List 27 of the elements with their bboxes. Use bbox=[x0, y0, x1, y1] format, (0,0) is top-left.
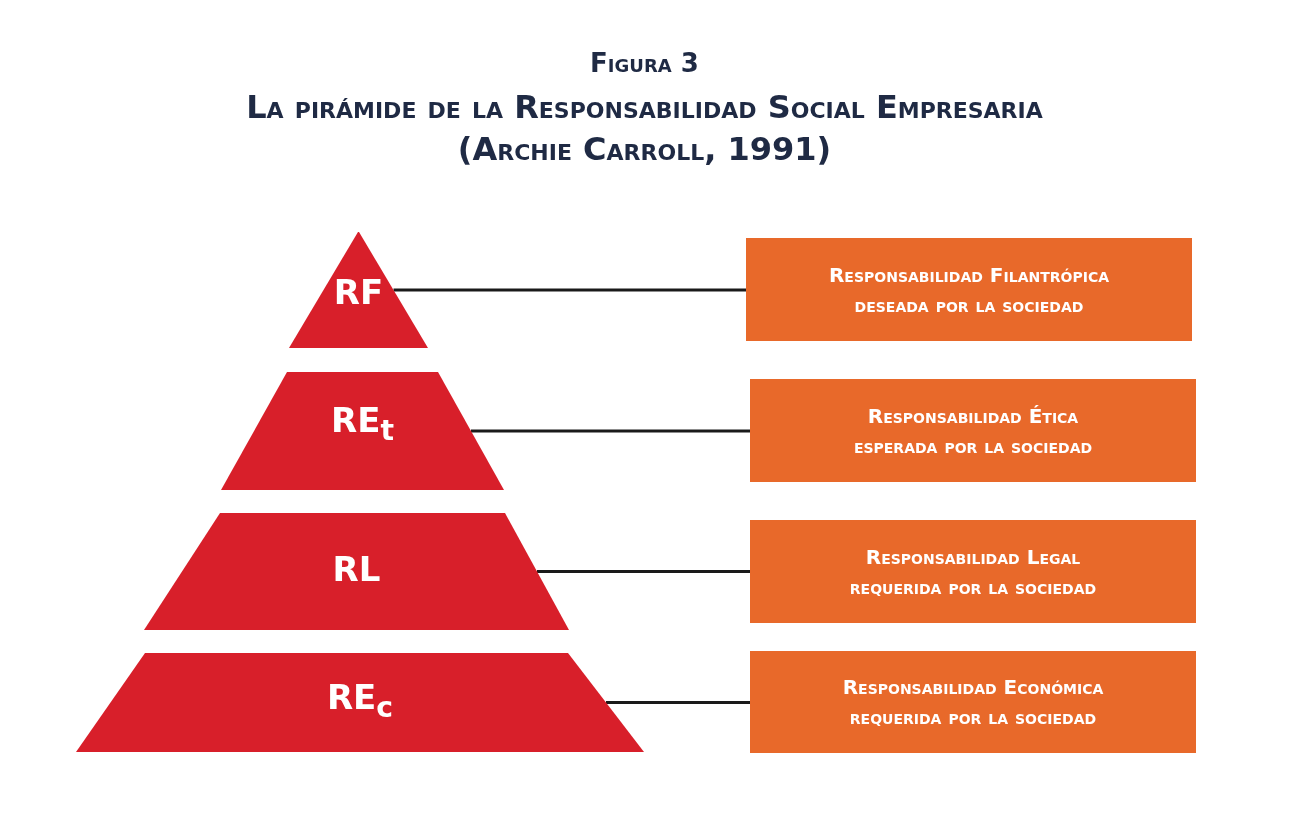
box-heading: Responsabilidad Ética bbox=[867, 402, 1079, 430]
connector-line bbox=[606, 701, 750, 704]
box-subtext: requerida por la sociedad bbox=[849, 704, 1097, 731]
figure-number: Figura 3 bbox=[590, 48, 699, 78]
tier-label: RF bbox=[333, 272, 384, 312]
tier-label: RL bbox=[332, 549, 381, 589]
title: La pirámide de la Responsabilidad Social Empresaria bbox=[246, 88, 1043, 126]
connector-line bbox=[393, 288, 746, 292]
responsibility-box bbox=[750, 520, 1196, 623]
box-subtext: deseada por la sociedad bbox=[854, 291, 1084, 319]
pyramid-tier bbox=[221, 372, 504, 490]
responsibility-box bbox=[746, 238, 1192, 341]
box-subtext: requerida por la sociedad bbox=[849, 573, 1097, 601]
connector-line bbox=[471, 429, 750, 433]
pyramid-tier bbox=[76, 653, 644, 752]
pyramid-tier bbox=[289, 232, 428, 348]
box-heading: Responsabilidad Filantrópica bbox=[828, 261, 1110, 289]
responsibility-box bbox=[750, 379, 1196, 482]
subtitle: (Archie Carroll, 1991) bbox=[457, 130, 832, 168]
responsibility-box bbox=[750, 651, 1196, 753]
tier-label: RE$_{t}$ bbox=[331, 400, 394, 440]
connector-line bbox=[537, 570, 750, 573]
tier-label: RE$_{c}$ bbox=[326, 677, 394, 717]
box-heading: Responsabilidad Económica bbox=[842, 674, 1104, 701]
pyramid-tier bbox=[144, 513, 569, 630]
box-heading: Responsabilidad Legal bbox=[865, 543, 1081, 571]
box-subtext: esperada por la sociedad bbox=[853, 432, 1093, 460]
